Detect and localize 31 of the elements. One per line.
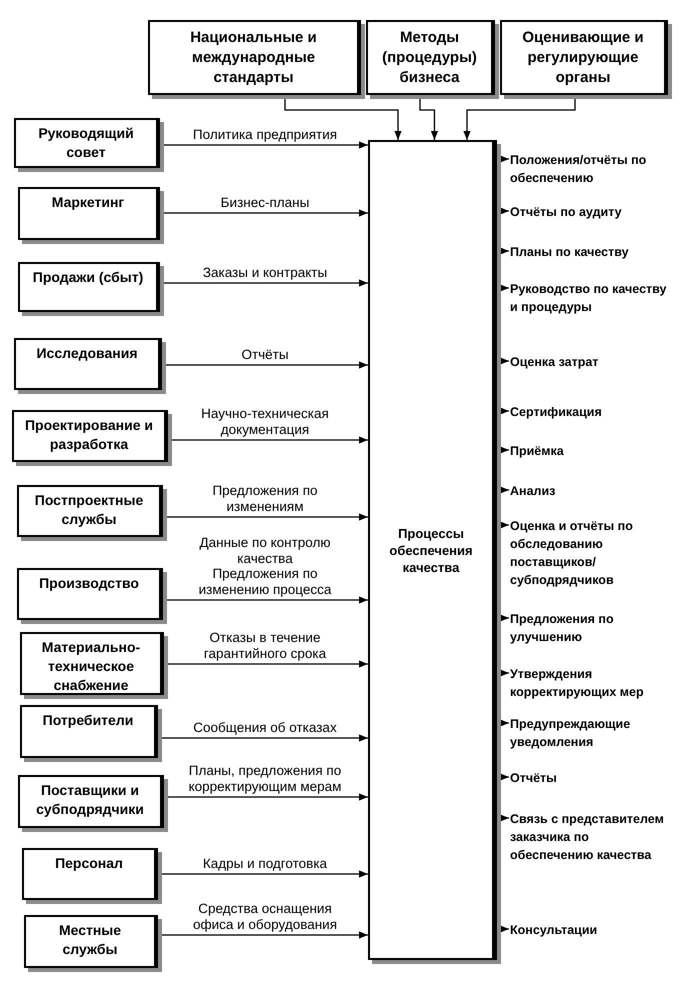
node-label: Процессы обеспечения качества [388, 524, 474, 576]
node-label: Постпроектные службы [34, 491, 144, 529]
output-label: Предложения по улучшению [510, 611, 615, 646]
output-label: Руководство по качеству и процедуры [510, 281, 668, 316]
node-label: Национальные и международные стандарты [189, 28, 318, 88]
node-label: Продажи (сбыт) [32, 268, 144, 287]
output-label: Анализ [510, 483, 556, 500]
node-label: Материально-техническое снабжение [40, 638, 142, 695]
output-label: Отчёты [510, 770, 558, 787]
output-label: Консультации [510, 922, 598, 939]
node-label: Маркетинг [52, 193, 124, 212]
node-label: Производство [39, 574, 139, 593]
output-label: Предупреждающие уведомления [510, 716, 632, 751]
node-label: Поставщики и субподрядчики [35, 781, 145, 819]
node-label: Проектирование и разработка [24, 416, 154, 454]
node-label: Методы (процедуры) бизнеса [381, 28, 478, 88]
node-label: Оценивающие и регулирующие органы [521, 28, 645, 88]
output-label: Сертификация [510, 404, 603, 421]
output-label: Положения/отчёты по обеспечению [510, 152, 648, 187]
node-label: Руководящий совет [37, 124, 135, 162]
output-label: Оценка и отчёты по обследованию поставщиков/субподрядчиков [510, 518, 634, 589]
output-label: Утверждения корректирующих мер [510, 666, 645, 701]
node-label: Исследования [36, 344, 138, 363]
output-label: Отчёты по аудиту [510, 204, 623, 221]
node-label: Местные службы [58, 921, 122, 959]
output-label: Оценка затрат [510, 354, 600, 371]
node-label: Потребители [42, 711, 134, 730]
node-label: Персонал [55, 854, 123, 873]
output-label: Планы по качеству [510, 244, 630, 261]
output-label: Связь с представителем заказчика по обеспечению качества [510, 811, 665, 864]
output-label: Приёмка [510, 443, 565, 460]
